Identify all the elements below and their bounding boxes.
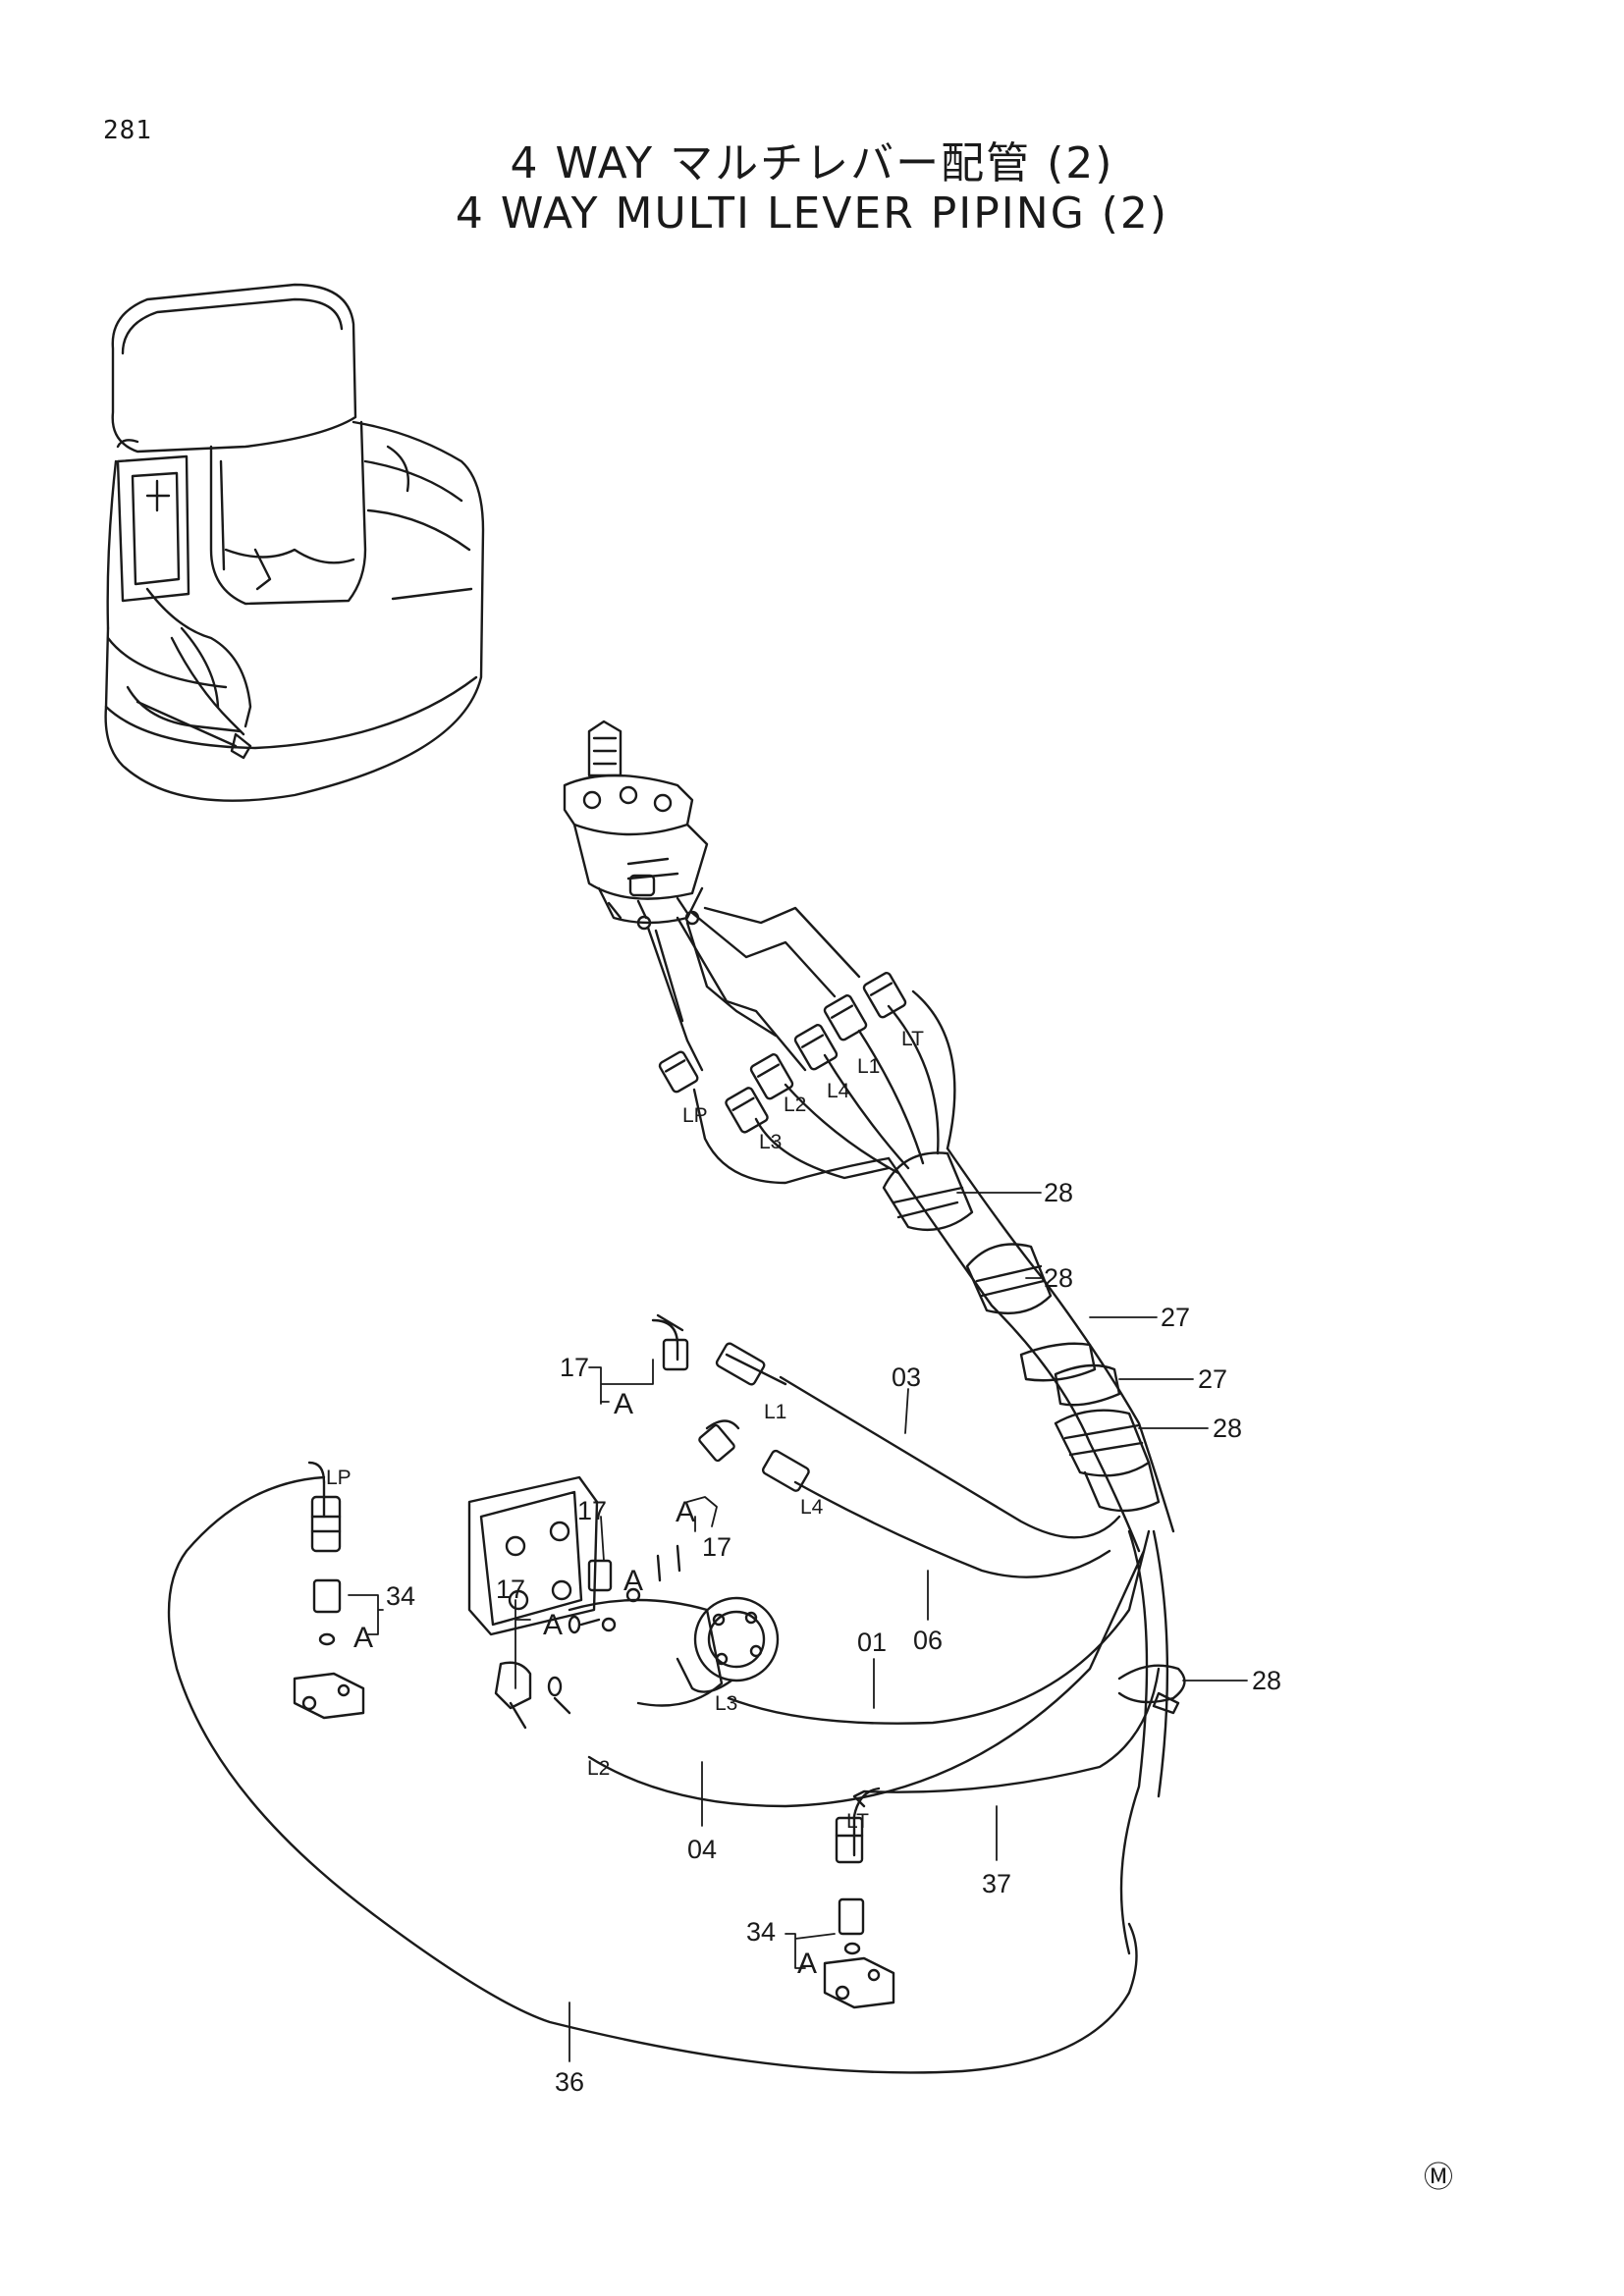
leader-lines: [348, 1192, 1248, 2062]
lower-hoses: [167, 1375, 1186, 2074]
callout-06: 06: [913, 1626, 943, 1655]
port-tag-lp-upper: LP: [682, 1104, 708, 1127]
port-tag-lt-lower: LT: [846, 1810, 869, 1833]
detail-mark-a-6: A: [797, 1948, 817, 1980]
footer-mark: Ⓜ: [1424, 2162, 1453, 2194]
callout-34-left: 34: [386, 1581, 415, 1611]
callout-36: 36: [555, 2067, 584, 2097]
lower-fittings: [293, 1313, 895, 2009]
port-tag-l4-upper: L4: [827, 1080, 850, 1102]
hose-protector-sleeve: [882, 1147, 1175, 1553]
callout-28-lower: 28: [1213, 1414, 1242, 1443]
port-tag-l2-lower: L2: [587, 1757, 610, 1780]
callout-numbers: 28 28 27 27 28 28 03 06 01 04 37 36 17 1…: [386, 1178, 1281, 2097]
page-number: 281: [103, 116, 152, 145]
detail-mark-a-5: A: [353, 1622, 373, 1654]
detail-mark-a-4: A: [543, 1609, 563, 1641]
detail-marks: A A A A A A: [353, 1388, 817, 1980]
callout-27-lower: 27: [1198, 1364, 1227, 1394]
detail-mark-a-1: A: [614, 1388, 633, 1420]
port-tag-l1-upper: L1: [857, 1055, 880, 1078]
port-tag-l4-lower: L4: [800, 1496, 824, 1519]
detail-mark-a-2: A: [676, 1496, 695, 1528]
callout-37: 37: [982, 1869, 1011, 1898]
callout-28-middle: 28: [1044, 1263, 1073, 1293]
callout-17-middle: 17: [577, 1496, 607, 1525]
callout-28-upper: 28: [1044, 1178, 1073, 1207]
seat-console-illustration: [104, 283, 485, 802]
upper-fittings: [658, 972, 907, 1134]
callout-34-bottom: 34: [746, 1917, 776, 1947]
callout-17-left: 17: [496, 1575, 525, 1604]
callout-01: 01: [857, 1628, 887, 1657]
port-tag-lp-lower: LP: [326, 1467, 352, 1489]
callout-17-top: 17: [560, 1353, 589, 1382]
callout-28-clamp: 28: [1252, 1666, 1281, 1695]
port-tags: LT L1 L4 L2 L3 LP L1 L4 L3 L2 LP LT: [326, 1028, 924, 1833]
swivel-block-assembly: [467, 1475, 780, 1730]
title-english: 4 WAY MULTI LEVER PIPING (2): [455, 188, 1169, 239]
callout-03: 03: [892, 1362, 921, 1392]
callout-04: 04: [687, 1835, 717, 1864]
callout-17-right: 17: [702, 1532, 731, 1562]
port-tag-l3-upper: L3: [759, 1131, 782, 1153]
title-japanese: 4 WAY マルチレバー配管 (2): [510, 138, 1114, 188]
port-tag-l1-lower: L1: [764, 1401, 786, 1423]
multi-lever-valve: [563, 720, 709, 931]
port-tag-l3-lower: L3: [715, 1692, 737, 1715]
upper-hose-bundle: [646, 906, 956, 1185]
port-tag-l2-upper: L2: [784, 1094, 806, 1116]
detail-mark-a-3: A: [623, 1565, 643, 1597]
port-tag-lt-upper: LT: [901, 1028, 924, 1050]
callout-27-upper: 27: [1161, 1303, 1190, 1332]
